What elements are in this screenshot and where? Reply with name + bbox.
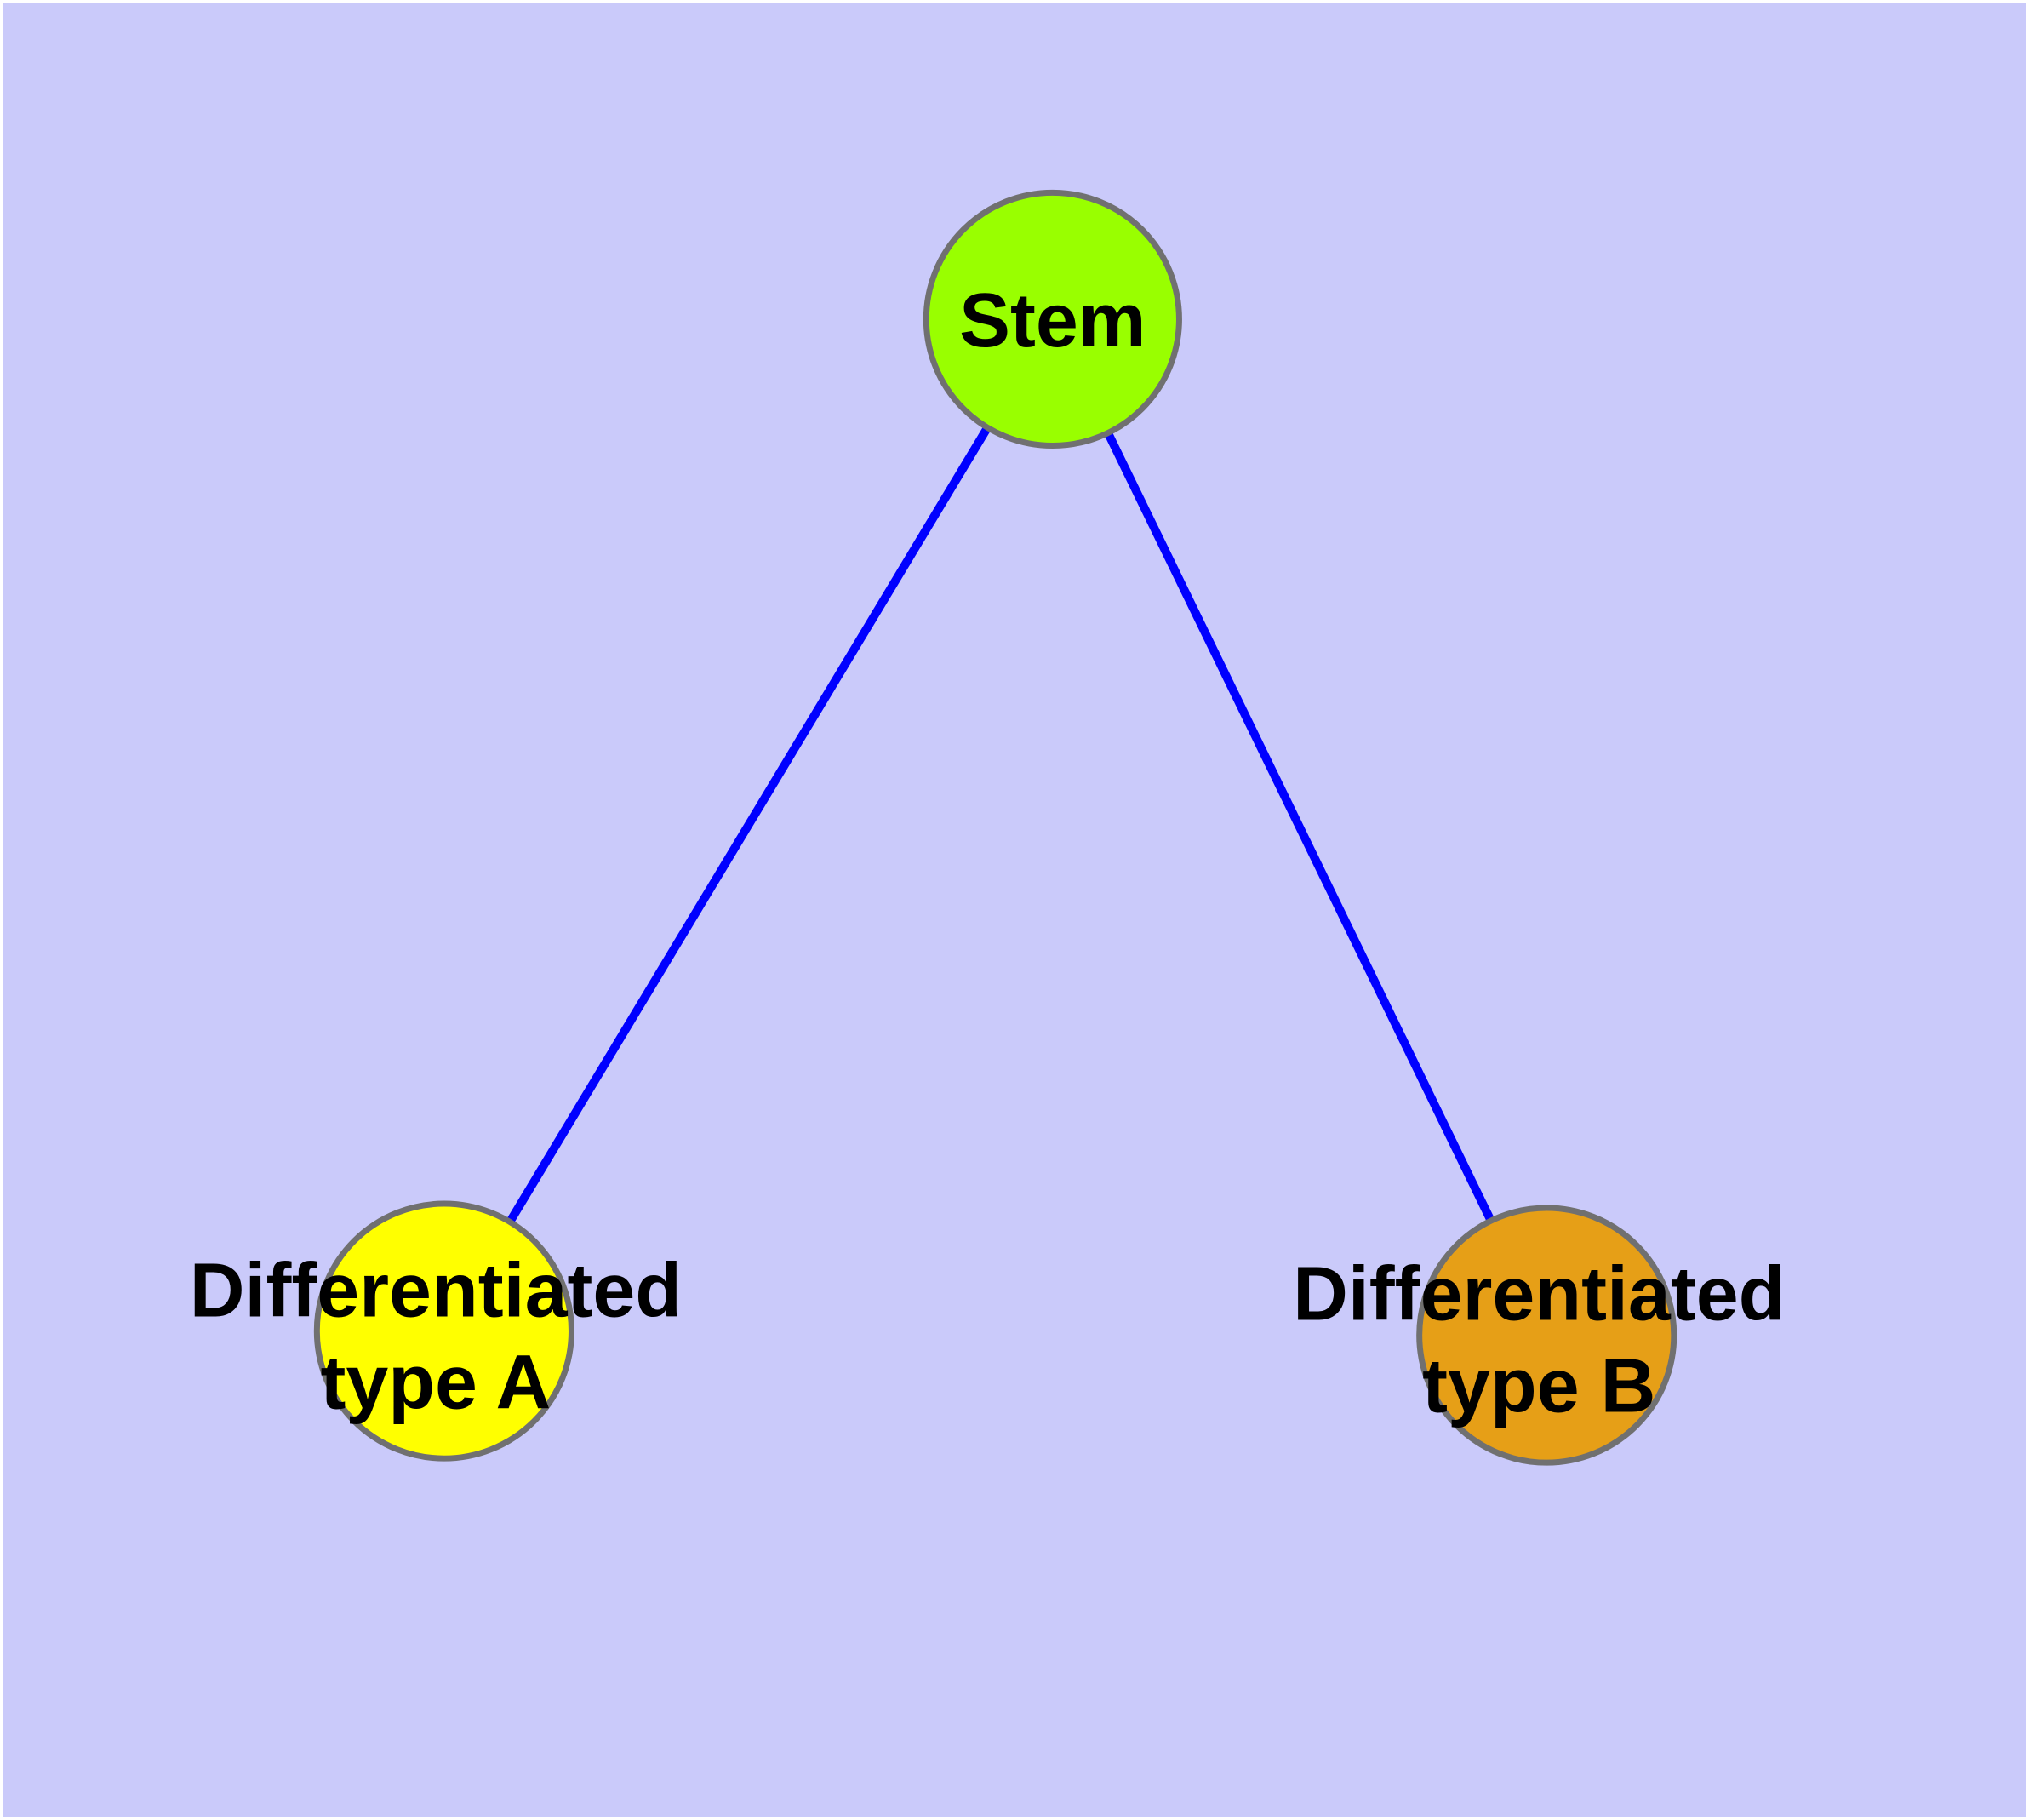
node-type-a-label-line2: type A [320, 1340, 551, 1425]
edge-stem-to-type-a [440, 317, 1057, 1334]
diagram-background: Stem Differentiated type A Differentiate… [3, 3, 2026, 1817]
node-differentiated-type-b [1416, 1205, 1677, 1466]
node-type-b-label-line2: type B [1422, 1343, 1655, 1428]
node-stem [923, 189, 1182, 449]
edge-stem-to-type-b [1049, 317, 1551, 1337]
node-type-a-label-line1: Differentiated [190, 1249, 682, 1334]
graph-canvas: Stem Differentiated type A Differentiate… [190, 189, 1785, 1466]
node-stem-label: Stem [959, 278, 1146, 363]
node-type-b-label-line1: Differentiated [1293, 1252, 1785, 1337]
node-differentiated-type-a [313, 1200, 574, 1462]
